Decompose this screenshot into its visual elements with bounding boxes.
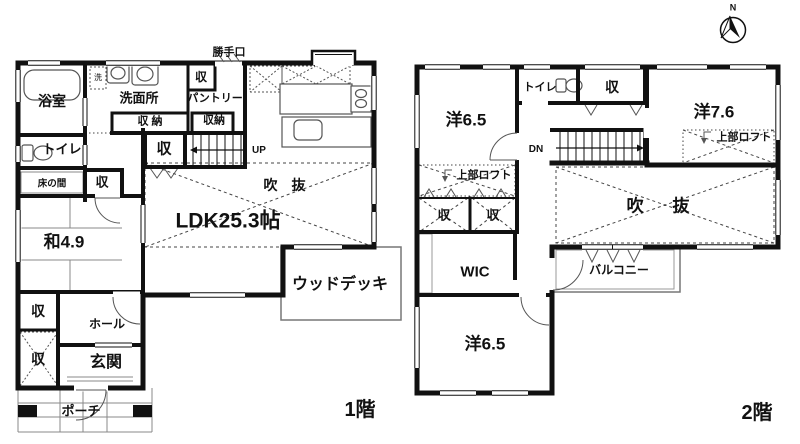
backdoor-hatch <box>217 53 241 63</box>
label-storage-a: 収 <box>437 207 451 223</box>
windows-1f <box>15 60 377 348</box>
kitchen-counter <box>279 83 353 115</box>
label-storage-lower-2: 収 <box>31 351 45 367</box>
label-upper-loft-right: 上部ロフト <box>716 131 772 144</box>
bedroom-nw-door-arc <box>489 132 518 161</box>
label-stairs-down: DN <box>528 144 544 155</box>
label-pantry-storage: 収 <box>194 70 208 84</box>
label-void-2f: 吹 抜 <box>626 196 702 216</box>
understair-door-marks <box>149 167 179 179</box>
loft-label-pointers <box>444 131 711 178</box>
tatami-grid <box>18 196 122 292</box>
room-label-pantry: パントリー <box>187 92 243 105</box>
label-void-1f: 吹 抜 <box>263 177 311 193</box>
label-wood-deck: ウッドデッキ <box>291 276 389 293</box>
porch-steps <box>17 388 153 433</box>
floor2-thin-lines <box>418 233 433 294</box>
bedroom-south-door-arc <box>520 296 550 326</box>
folding-door-marks <box>423 104 643 264</box>
floor1-thin-lines <box>18 171 133 382</box>
label-storage-north: 収 <box>605 79 619 95</box>
floor2-doors <box>489 132 584 326</box>
void-outline-1f <box>144 162 375 248</box>
floor1-openings <box>14 49 378 392</box>
room-label-japanese-room: 和4.9 <box>43 232 85 252</box>
label-storage-lower-1: 収 <box>31 303 45 319</box>
windows-2f <box>414 64 781 396</box>
wic-shelf <box>418 233 433 294</box>
stairs-down-arrow <box>637 144 644 152</box>
room-label-bedroom-ne: 洋7.6 <box>693 102 735 122</box>
closet-x-marks <box>418 197 516 233</box>
floor1-doors <box>75 197 141 421</box>
label-balcony: バルコニー <box>589 263 649 277</box>
room-label-ldk: LDK25.3帖 <box>175 209 281 233</box>
entrance-step-lines <box>67 376 133 382</box>
bathtub-icon <box>23 69 81 101</box>
room-label-tokonoma: 床の間 <box>37 178 67 190</box>
floor2-openings <box>413 63 782 397</box>
label-porch: ポーチ <box>61 403 101 419</box>
washing-machine-label: 洗 <box>94 73 102 82</box>
room-label-toilet-1f: トイレ <box>42 141 82 157</box>
compass-north-label: N <box>729 2 737 13</box>
floor2-title: 2階 <box>741 402 773 424</box>
outer-wall-2f <box>414 64 781 396</box>
room-label-hall: ホール <box>88 317 126 331</box>
stairs-2f <box>556 130 644 163</box>
kitchen-island <box>281 116 372 148</box>
label-back-door: 勝手口 <box>212 46 246 59</box>
island-sink <box>293 119 323 141</box>
label-stairs-up: UP <box>252 145 266 156</box>
front-door-arc <box>75 389 107 421</box>
toilet-icon-2f <box>555 78 567 93</box>
label-storage-2: 収納 <box>203 114 225 127</box>
floor1-fixtures <box>21 62 372 162</box>
room-label-wic: WIC <box>460 263 490 281</box>
balcony-door-arc <box>552 259 584 291</box>
room-label-washroom: 洗面所 <box>119 90 159 106</box>
wood-deck <box>280 246 402 321</box>
label-storage-b: 収 <box>486 207 500 223</box>
stairs-1f <box>149 133 246 179</box>
label-stair-storage: 収 <box>156 140 172 158</box>
room-label-entrance: 玄関 <box>89 354 123 371</box>
room-label-bedroom-nw: 洋6.5 <box>445 110 487 130</box>
label-storage-wide: 収 納 <box>137 115 163 128</box>
kitchen-bay-window <box>310 49 357 65</box>
porch-post-left <box>18 405 37 417</box>
compass-icon <box>719 15 747 44</box>
room-label-bathroom: 浴室 <box>38 93 66 109</box>
label-tokonoma-storage: 収 <box>95 174 109 190</box>
floor2-dashed <box>418 129 775 244</box>
toilet-icon-1f <box>21 144 34 162</box>
room-label-bedroom-south: 洋6.5 <box>464 334 506 354</box>
porch-post-right <box>133 405 152 417</box>
floor1-title: 1階 <box>344 399 376 421</box>
japanese-room-door-arc <box>94 197 121 224</box>
room-label-toilet-2f: トイレ <box>523 81 557 94</box>
washing-machine-outline <box>89 66 107 90</box>
hall-door-arc <box>112 296 141 325</box>
label-upper-loft-left: 上部ロフト <box>456 169 512 182</box>
stairs-up-arrow <box>190 146 197 154</box>
